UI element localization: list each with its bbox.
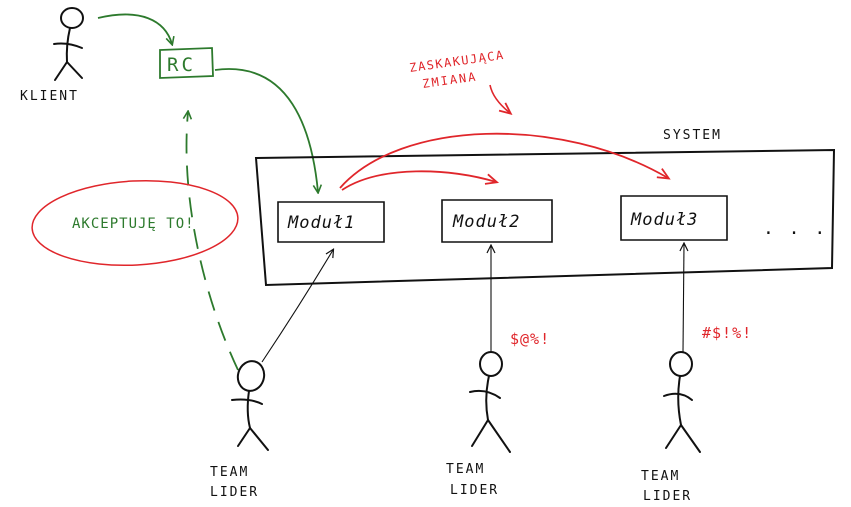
team-leader-3-icon — [663, 351, 701, 453]
team-leader-1-line1: TEAM — [210, 465, 249, 480]
system-box — [254, 148, 836, 287]
accept-bubble: AKCEPTUJĘ TO! — [31, 179, 239, 267]
team-leader-3-remark: #$!%! — [702, 324, 752, 342]
surprise-change-line2: ZMIANA — [421, 69, 478, 91]
rc-box: RC — [159, 47, 214, 79]
team-leader-2-icon — [469, 351, 511, 453]
accept-label: AKCEPTUJĘ TO! — [72, 216, 195, 232]
module-1: Moduł1 — [277, 201, 385, 243]
leader3-to-module3-arrow — [683, 244, 684, 353]
change-arrow-module3 — [339, 132, 668, 189]
client-to-rc-arrow — [97, 13, 172, 44]
system-label: SYSTEM — [663, 128, 722, 143]
module-3: Moduł3 — [620, 195, 728, 241]
team-leader-2-line2: LIDER — [450, 483, 499, 498]
rc-label: RC — [167, 54, 196, 76]
team-leader-2-remark: $@%! — [510, 330, 550, 348]
leader1-to-module1-arrow — [261, 250, 333, 363]
team-leader-1-line2: LIDER — [210, 485, 259, 500]
surprise-change-annotation: ZASKAKUJĄCA ZMIANA — [408, 48, 510, 113]
change-arrow-module2 — [341, 170, 496, 191]
client-figure-icon — [53, 7, 84, 81]
module-3-label: Moduł3 — [630, 210, 698, 230]
team-leader-3-line2: LIDER — [643, 489, 692, 504]
team-leader-2-line1: TEAM — [446, 462, 485, 477]
more-modules-ellipsis: . . . — [763, 218, 827, 239]
client-label: KLIENT — [20, 89, 79, 104]
team-leader-3-line1: TEAM — [641, 469, 680, 484]
module-2-label: Moduł2 — [452, 212, 520, 232]
rc-to-module1-arrow — [214, 68, 318, 192]
team-leader-1-icon — [231, 360, 269, 451]
surprise-change-line1: ZASKAKUJĄCA — [408, 48, 505, 75]
module-1-label: Moduł1 — [287, 213, 355, 233]
leader-to-rc-dashed-arrow — [186, 112, 239, 371]
module-2: Moduł2 — [441, 199, 553, 243]
